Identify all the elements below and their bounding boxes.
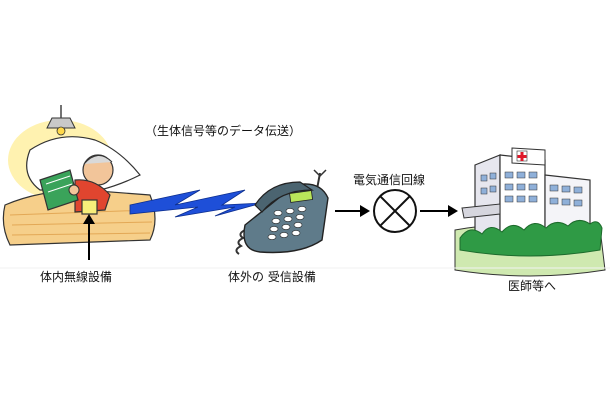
network-switch-cross-icon — [373, 189, 417, 233]
telephone-receiver-icon — [235, 169, 329, 255]
hospital-building-icon — [454, 147, 606, 277]
receiver-label: 体外の 受信設備 — [228, 270, 316, 284]
implant-label: 体内無線設備 — [40, 270, 113, 284]
arrow-to-hospital-icon — [420, 205, 458, 217]
implant-device-icon — [81, 199, 98, 215]
wireless-lightning-icon — [129, 189, 263, 218]
implant-pointer-arrow — [83, 214, 95, 260]
arrow-to-line-icon — [335, 205, 370, 217]
line-label: 電気通信回線 — [353, 173, 426, 187]
destination-label: 医師等へ — [508, 279, 557, 293]
data-transmission-caption: （生体信号等のデータ伝送） — [145, 124, 302, 138]
patient-in-bed-icon — [2, 105, 156, 246]
